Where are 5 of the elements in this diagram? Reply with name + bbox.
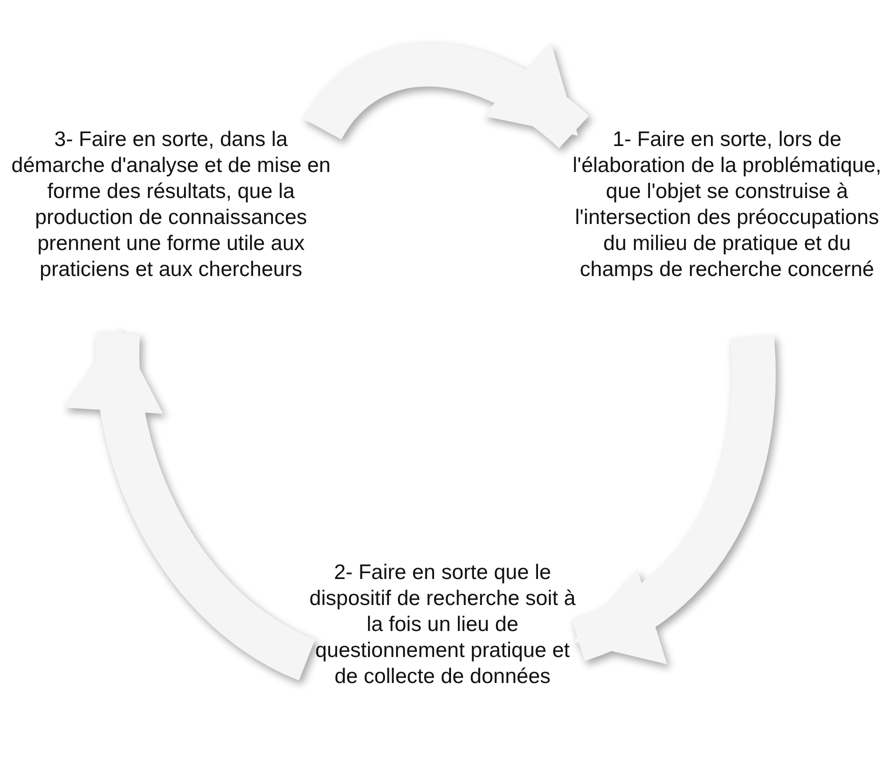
step-text: 2- Faire en sorte que le dispositif de recherche soit à la fois un lieu de questionnement pratique et de collecte de données — [308, 560, 577, 690]
step-text: 1- Faire en sorte, lors de l'élaboration de la problématique, que l'objet se construise à l'intersection des préoccupations du milieu de pratique et du champs de recherche concerné — [572, 127, 882, 283]
curved-arrow — [304, 42, 588, 149]
curved-arrow — [570, 336, 776, 661]
step-text: 3- Faire en sorte, dans la démarche d'analyse et de mise en forme des résultats, que la production de connaissances prennent une forme utile aux praticiens et aux chercheurs — [10, 127, 332, 283]
